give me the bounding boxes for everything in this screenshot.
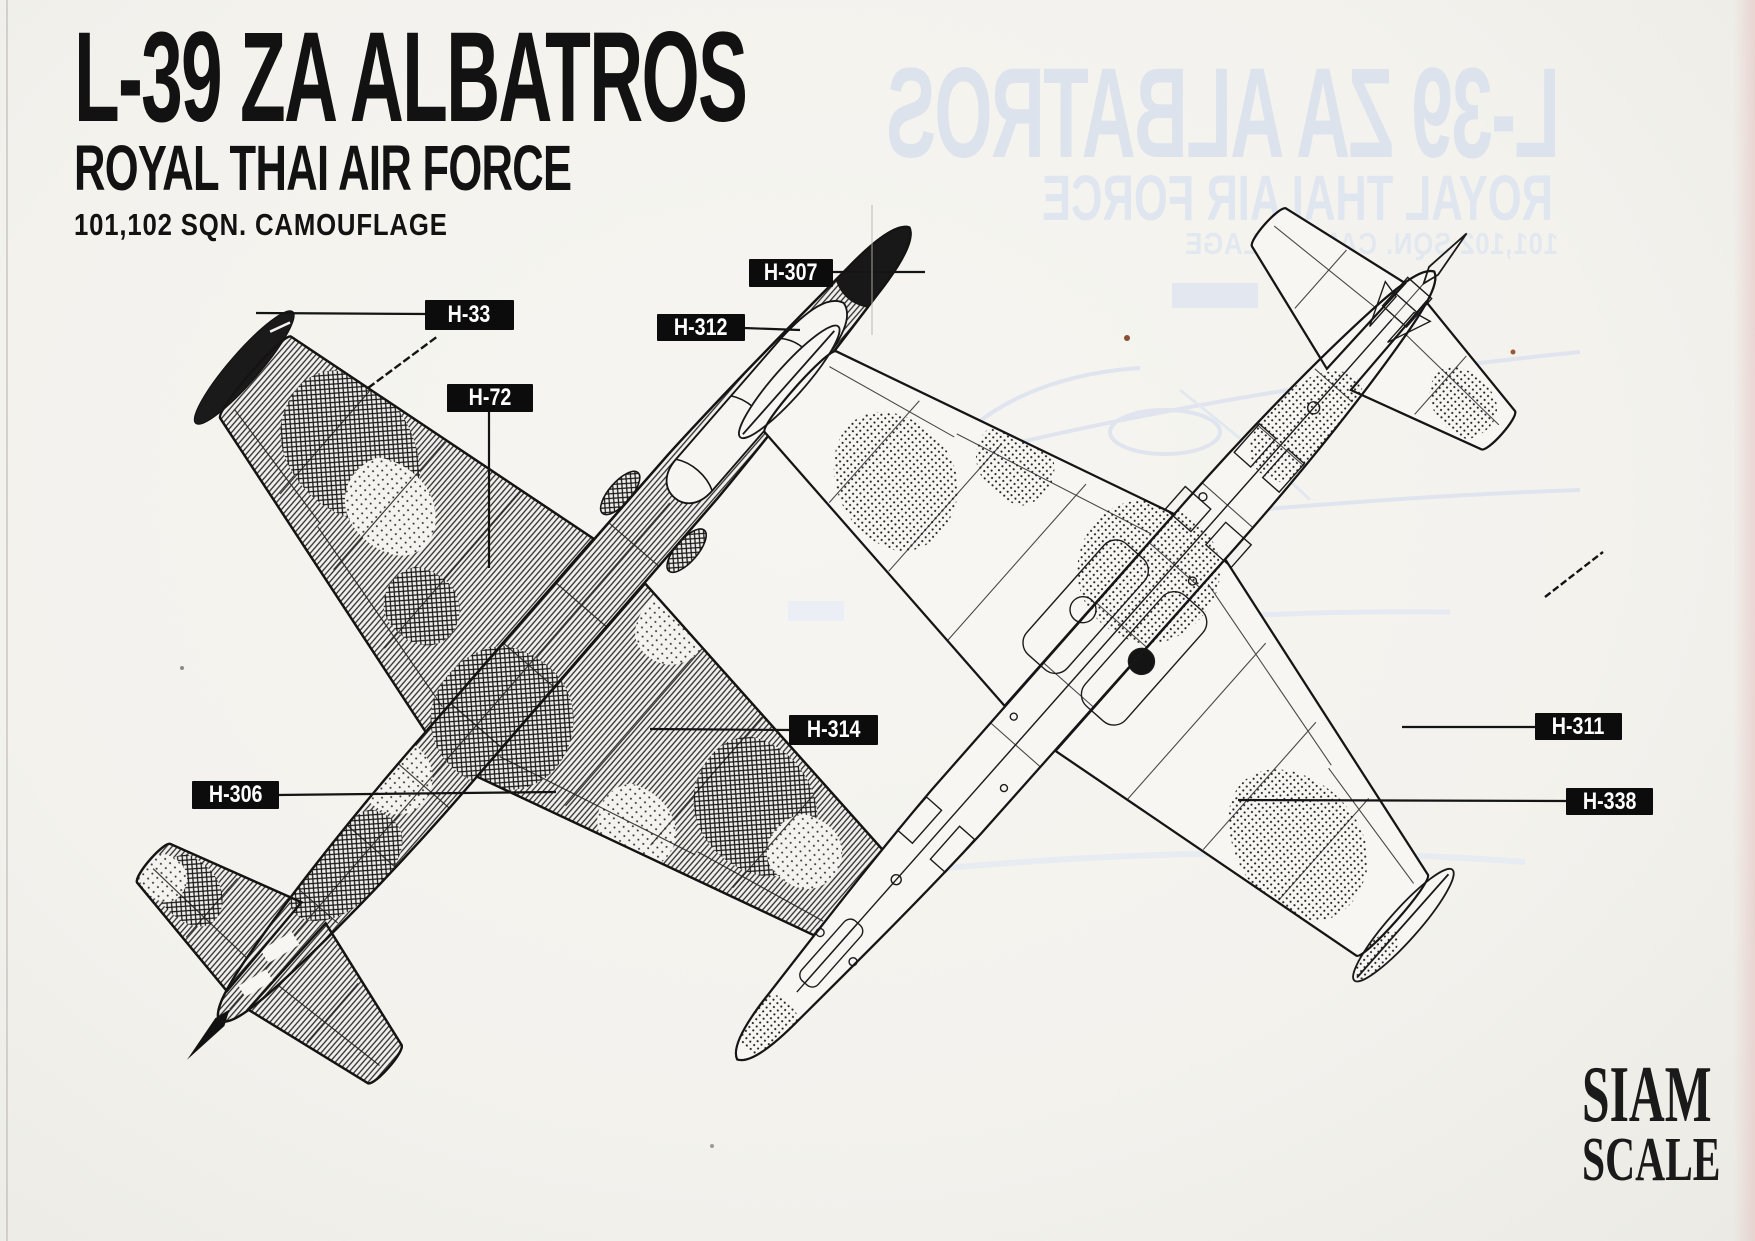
underside-details [796,276,1433,993]
page-edge-tint [1733,0,1755,1241]
bleedthrough-label-box [1172,283,1258,308]
callout-h72: H-72 [447,384,533,412]
callout-label: H-33 [448,301,491,328]
page-title: L-39 ZA ALBATROS [74,6,748,149]
fin-decal [238,969,273,997]
title-block: L-39 ZA ALBATROS ROYAL THAI AIR FORCE 10… [74,6,1223,242]
logo-line-2: SCALE [1582,1126,1721,1195]
tip-tanks [738,324,1455,983]
callout-label: H-307 [764,259,818,286]
page-subtitle: ROYAL THAI AIR FORCE [74,132,572,204]
scan-streak [871,205,873,335]
callout-h312: H-312 [657,314,745,341]
callout-label: H-312 [674,313,728,341]
callout-h314: H-314 [789,715,878,745]
squadron-line: 101,102 SQN. CAMOUFLAGE [74,207,448,242]
callout-h33: H-33 [425,300,514,330]
right-aircraft-underside-view [686,24,1717,1084]
logo-line-1: SIAM [1582,1051,1712,1139]
probe-antennas [367,335,1604,598]
callout-label: H-338 [1582,787,1637,815]
fin-decal [260,931,300,964]
callout-h311: H-311 [1535,713,1622,740]
callout-label: H-314 [806,716,861,743]
callout-h307: H-307 [749,259,833,287]
callout-label: H-311 [1552,712,1605,740]
callout-label: H-306 [208,781,263,808]
callout-leader-lines [255,270,1569,803]
callout-h338: H-338 [1566,788,1653,815]
scan-specks [180,335,1516,1148]
bleedthrough-label-box [788,601,844,621]
siam-scale-logo: SIAM SCALE [1582,1051,1755,1195]
callout-h306: H-306 [192,781,279,809]
page-edge-shadow [6,0,8,1241]
callout-label: H-72 [468,384,512,411]
